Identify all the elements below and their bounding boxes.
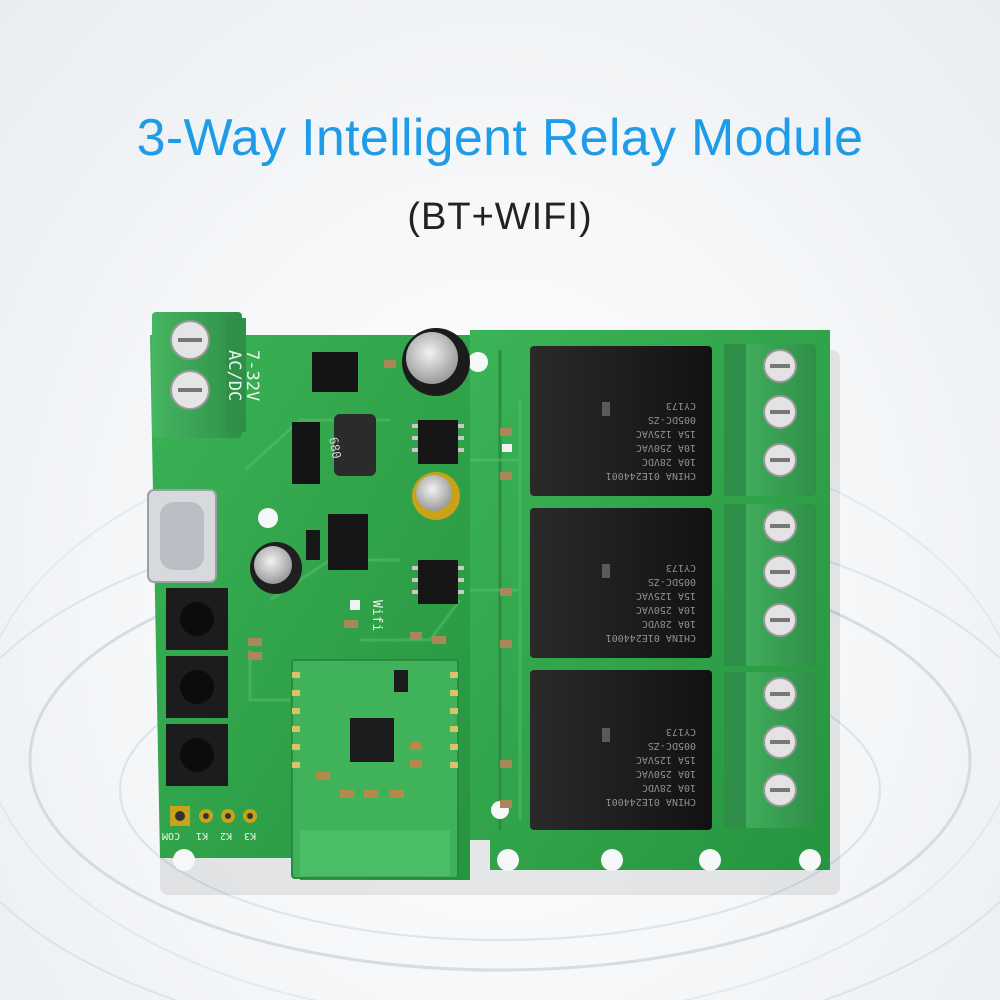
bridge-rectifier	[312, 352, 358, 392]
page-subtitle: (BT+WIFI)	[407, 196, 593, 238]
usb-c-port	[147, 489, 217, 583]
header-pins	[170, 806, 257, 826]
capacitor-medium	[412, 472, 460, 520]
wifi-bt-module	[291, 659, 459, 879]
voltage-range-label: 7-32V	[242, 350, 262, 402]
relay-3-marking: CHINA 01E244001 10A 28VDC 10A 250VAC 15A…	[605, 726, 696, 807]
pin-label-k3: K3	[244, 830, 257, 841]
pin-label-com: COM	[162, 830, 181, 841]
page-title: 3-Way Intelligent Relay Module	[136, 109, 864, 167]
output-terminal-block-2	[724, 504, 816, 666]
wifi-label: Wifi	[369, 600, 384, 632]
relay-2-marking: CHINA 01E244001 10A 28VDC 10A 250VAC 15A…	[605, 562, 696, 643]
diode	[292, 422, 320, 484]
relay-3	[530, 670, 712, 830]
pin-label-k1: K1	[196, 830, 209, 841]
tactile-buttons	[166, 588, 228, 786]
ic-1	[418, 420, 458, 464]
pin-label-k2: K2	[220, 830, 233, 841]
ic-2	[418, 560, 458, 604]
power-terminal-block	[152, 312, 246, 438]
inductor	[334, 414, 376, 476]
relay-2	[530, 508, 712, 658]
capacitor-large	[402, 328, 470, 396]
capacitor-small	[250, 542, 302, 594]
relay-1	[530, 346, 712, 496]
regulator	[328, 514, 368, 570]
output-terminal-block-3	[724, 672, 816, 828]
relay-1-marking: CHINA 01E244001 10A 28VDC 10A 250VAC 15A…	[605, 400, 696, 481]
output-terminal-block-1	[724, 344, 816, 496]
power-input-label: AC/DC	[224, 350, 244, 402]
